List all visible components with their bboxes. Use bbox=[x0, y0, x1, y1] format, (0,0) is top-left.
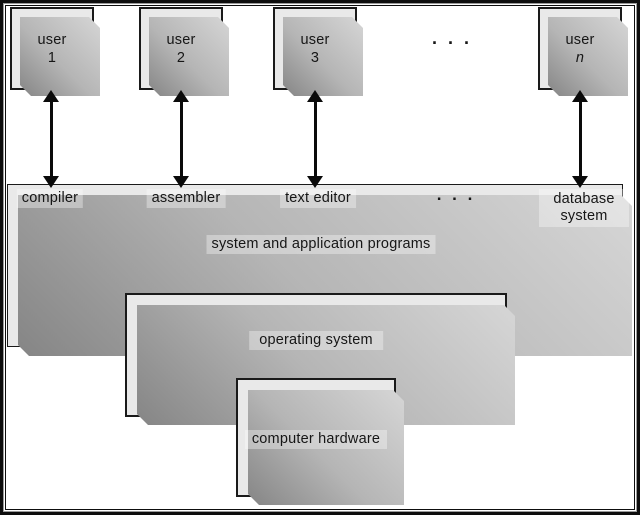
users-ellipsis: . . . bbox=[431, 28, 473, 48]
computer-hardware-layer: computer hardware bbox=[236, 378, 396, 497]
programs-ellipsis: . . . bbox=[436, 185, 476, 204]
arrow-line bbox=[313, 98, 317, 180]
arrow-down-icon bbox=[572, 176, 588, 188]
arrow-up-icon bbox=[43, 90, 59, 102]
text-editor-label: text editor bbox=[280, 189, 356, 208]
user-2-box: user 2 bbox=[139, 7, 223, 90]
arrow-line bbox=[179, 98, 183, 180]
user-3-box: user 3 bbox=[273, 7, 357, 90]
user-1-label: user bbox=[37, 31, 67, 48]
compiler-label: compiler bbox=[16, 189, 84, 208]
computer-hardware-label: computer hardware bbox=[245, 430, 387, 449]
user-n-bidirectional-arrow bbox=[572, 90, 588, 188]
user-1-number: 1 bbox=[47, 49, 57, 66]
user-2-label: user bbox=[166, 31, 196, 48]
user-n-label: user bbox=[565, 31, 595, 48]
arrow-line bbox=[49, 98, 53, 180]
operating-system-label: operating system bbox=[249, 331, 383, 350]
user-3-label: user bbox=[300, 31, 330, 48]
database-label-line2: system bbox=[560, 208, 608, 224]
arrow-line bbox=[578, 98, 582, 180]
assembler-label: assembler bbox=[146, 189, 226, 208]
arrow-up-icon bbox=[307, 90, 323, 102]
user-3-number: 3 bbox=[310, 49, 320, 66]
system-programs-layer: compiler assembler text editor . . . dat… bbox=[7, 184, 629, 347]
user-2-number: 2 bbox=[176, 49, 186, 66]
arrow-down-icon bbox=[307, 176, 323, 188]
user-1-bidirectional-arrow bbox=[43, 90, 59, 188]
operating-system-layer: operating system bbox=[125, 293, 507, 417]
arrow-up-icon bbox=[572, 90, 588, 102]
user-1-box: user 1 bbox=[10, 7, 94, 90]
system-application-programs-label: system and application programs bbox=[206, 235, 436, 254]
user-2-bidirectional-arrow bbox=[173, 90, 189, 188]
arrow-down-icon bbox=[43, 176, 59, 188]
user-n-number: n bbox=[575, 49, 585, 66]
user-3-bidirectional-arrow bbox=[307, 90, 323, 188]
database-label-line1: database bbox=[553, 191, 615, 207]
arrow-down-icon bbox=[173, 176, 189, 188]
arrow-up-icon bbox=[173, 90, 189, 102]
user-n-box: user n bbox=[538, 7, 622, 90]
